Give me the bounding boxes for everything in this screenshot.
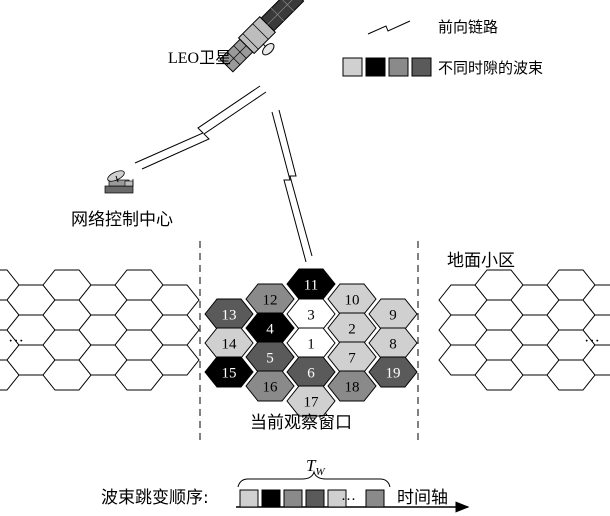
ncc-link-2 (142, 92, 266, 169)
ground-station-icon (105, 169, 133, 193)
beam-cell-number: 8 (389, 337, 397, 353)
beam-cell-number: 17 (304, 395, 320, 411)
beam-cell-number: 1 (307, 337, 315, 353)
beam-cell-3: 3 (287, 299, 335, 329)
beam-cell-number: 16 (263, 380, 279, 396)
right-ellipsis: ··· (584, 333, 600, 350)
sequence-slot (366, 490, 384, 507)
sequence-boxes (240, 490, 384, 507)
legend-swatch (343, 58, 362, 76)
time-axis-label: 时间轴 (397, 488, 448, 508)
beam-cell-2: 2 (328, 313, 376, 343)
beam-cell-7: 7 (328, 342, 376, 372)
legend-swatches (343, 58, 431, 76)
beam-cell-12: 12 (246, 284, 294, 314)
lightning-link-icon (368, 21, 410, 34)
beam-cell-number: 19 (386, 366, 401, 382)
beam-cell-14: 14 (205, 328, 253, 358)
beam-cell-number: 2 (348, 322, 356, 338)
sequence-slot (262, 490, 280, 507)
forward-links (135, 86, 312, 262)
beam-cell-number: 6 (307, 366, 315, 382)
ncc-link-1 (135, 86, 260, 163)
satellite-label: LEO卫星 (168, 50, 231, 67)
beam-cell-8: 8 (369, 328, 417, 358)
beam-cell-13: 13 (205, 299, 253, 329)
beam-cell-5: 5 (246, 342, 294, 372)
beam-cell-18: 18 (328, 371, 376, 401)
legend-swatch (389, 58, 408, 76)
beam-cell-number: 3 (307, 308, 315, 324)
sequence-slot (240, 490, 258, 507)
sequence-ellipsis: ··· (341, 492, 356, 508)
satellite-icon (219, 0, 313, 81)
cells-label: 地面小区 (447, 251, 515, 271)
legend-beam-label: 不同时隙的波束 (438, 59, 543, 77)
beam-cell-number: 7 (348, 351, 356, 367)
legend-swatch (412, 58, 431, 76)
sequence-label: 波束跳变顺序: (101, 488, 209, 508)
beam-cell-number: 13 (222, 308, 237, 324)
beam-cell-number: 9 (389, 308, 397, 324)
beam-cell-1: 1 (287, 328, 335, 358)
beam-cell-number: 10 (345, 293, 360, 309)
beam-cell-11: 11 (287, 269, 335, 299)
beam-cell-19: 19 (369, 357, 417, 387)
beam-cell-number: 14 (222, 337, 238, 353)
window-link-1 (272, 112, 306, 262)
beam-cell-number: 12 (263, 293, 278, 309)
beam-cell-15: 15 (205, 357, 253, 387)
beam-cell-number: 5 (266, 351, 274, 367)
left-ellipsis: ··· (8, 333, 24, 350)
beam-cell-number: 11 (304, 278, 318, 294)
legend: 前向链路 不同时隙的波束 (343, 18, 543, 77)
beam-cell-number: 4 (266, 322, 274, 338)
legend-swatch (366, 58, 385, 76)
window-label: 当前观察窗口 (250, 413, 352, 433)
beam-cell-number: 18 (345, 380, 360, 396)
beam-cell-6: 6 (287, 357, 335, 387)
sequence-slot (306, 490, 324, 507)
sequence-slot (284, 490, 302, 507)
beam-cell-9: 9 (369, 299, 417, 329)
beam-cell-16: 16 (246, 371, 294, 401)
window-link-2 (279, 110, 312, 256)
beam-cell-17: 17 (287, 386, 335, 416)
beam-cell-number: 15 (222, 366, 237, 382)
ncc-label: 网络控制中心 (71, 210, 173, 230)
beam-cell-10: 10 (328, 284, 376, 314)
beam-cell-4: 4 (246, 313, 294, 343)
legend-link-label: 前向链路 (438, 18, 498, 36)
